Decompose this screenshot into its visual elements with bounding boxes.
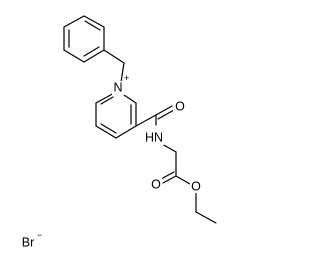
pyridinium-ring (95, 91, 137, 139)
amide-hn-label: HN (145, 130, 163, 144)
counterion: Br − (22, 230, 43, 249)
benzyl-ch2-bond-2 (120, 62, 125, 83)
bromide-charge: − (37, 230, 42, 240)
ester-o-label: O (191, 179, 201, 193)
atom-label-n-plus: N + (112, 73, 129, 95)
n-ch2-bond (161, 143, 177, 153)
ester-c-o-double-a (162, 175, 177, 184)
amide-o-label: O (175, 99, 185, 113)
amide-c-o-bond-a (155, 105, 173, 116)
pyridinium-charge: + (124, 73, 129, 83)
atom-label-hn: HN (144, 130, 164, 145)
atom-label-ester-o: O (190, 179, 202, 193)
pyridinium-n-label: N (113, 80, 122, 94)
benzene-ring (63, 15, 105, 63)
benzyl-ch2-bond-1 (103, 49, 125, 64)
chemical-structure: N + O HN O O Br − (22, 15, 217, 249)
atom-label-ester-carbonyl-o: O (150, 177, 162, 191)
ethyl-bond (195, 211, 217, 224)
bromide-label: Br (22, 235, 35, 249)
ring-to-carbonyl-bond (135, 114, 157, 127)
ester-c-o-double-b (160, 171, 175, 180)
amide-c-o-bond-b (157, 109, 175, 120)
atom-label-amide-o: O (173, 99, 185, 113)
ester-c-o-single (175, 175, 191, 185)
ester-carbonyl-o-label: O (151, 177, 161, 191)
